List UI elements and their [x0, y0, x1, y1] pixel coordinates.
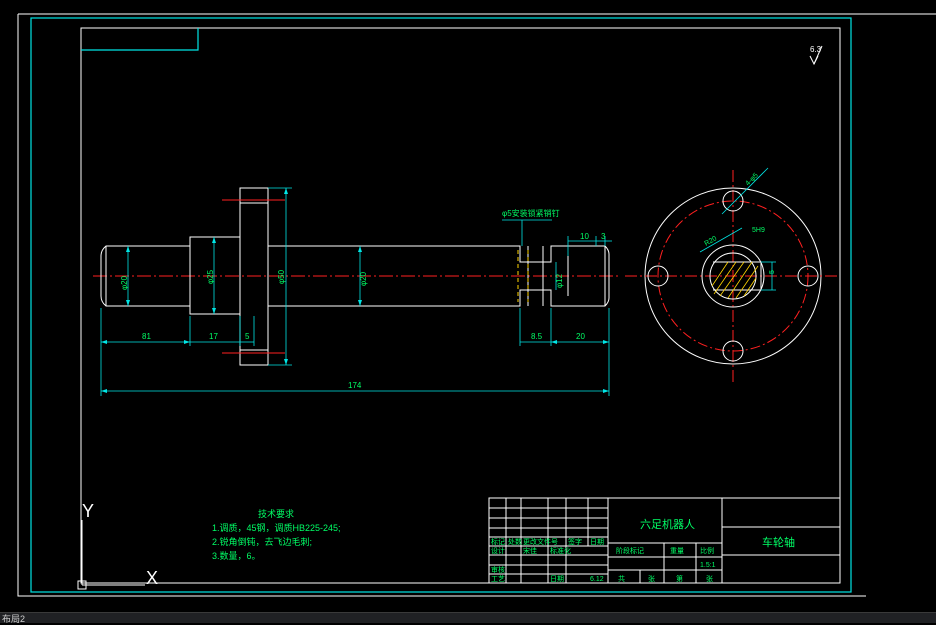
tech-requirements: 技术要求 1.调质，45钢，调质HB225-245; 2.锐角倒钝，去飞边毛刺;…: [212, 508, 341, 561]
ucs-x-label: X: [146, 568, 158, 588]
dim-d-flange: φ50: [277, 269, 286, 284]
status-bar: 布局2: [0, 612, 936, 624]
roughness-value: 6.3: [810, 45, 822, 54]
side-view-dims: [699, 167, 776, 291]
tb-part-name: 车轮轴: [762, 535, 795, 549]
roughness-symbol: 6.3: [809, 45, 823, 66]
dim-key-5: 5: [769, 270, 776, 274]
tb-header-2: 更改文件号: [523, 537, 558, 546]
dim-10: 10: [580, 232, 589, 241]
key-hatch: [711, 261, 759, 299]
flange-side-view: [625, 170, 840, 382]
ucs-y-label: Y: [82, 501, 94, 521]
tb-process-0: 工艺: [491, 575, 505, 583]
dim-3: 3: [601, 232, 606, 241]
flange-center-marks: [222, 199, 285, 354]
dim-20: 20: [576, 332, 585, 341]
dim-d-collar: φ25: [206, 269, 215, 284]
tb-design-2: 标准化: [550, 546, 571, 555]
tb-mid-1: 重量: [670, 547, 684, 555]
tb-design-0: 设计: [491, 546, 505, 555]
dim-8-5: 8.5: [531, 332, 543, 341]
shaft-front-view: [100, 187, 610, 366]
tb-header-1: 处数: [508, 537, 522, 546]
tb-design-1: 宋佳: [523, 546, 537, 555]
tb-header-3: 签字: [568, 537, 582, 546]
dim-key-note: 5H9: [752, 227, 765, 234]
tb-bottom-0: 共: [618, 574, 625, 583]
dim-81: 81: [142, 332, 151, 341]
dim-174: 174: [348, 381, 362, 390]
dim-d-keyseat: φ12: [555, 273, 564, 288]
tech-req-item-3: 3.数量，6。: [212, 550, 261, 561]
tech-req-item-2: 2.锐角倒钝，去飞边毛刺;: [212, 536, 312, 547]
dim-d-left: φ20: [120, 275, 129, 290]
tb-bottom-3: 张: [706, 574, 713, 583]
tech-req-title: 技术要求: [258, 508, 294, 519]
pin-hole-hidden: [517, 250, 529, 302]
tb-bottom-2: 第: [676, 574, 683, 583]
tb-header-0: 标记: [491, 537, 505, 546]
tech-req-item-1: 1.调质，45钢，调质HB225-245;: [212, 522, 341, 533]
dim-d-main: φ20: [359, 271, 368, 286]
title-block: [488, 497, 841, 584]
tb-process-1: 日期: [550, 575, 564, 583]
tb-bottom-1: 张: [648, 574, 655, 583]
dim-17: 17: [209, 332, 218, 341]
layout-tab[interactable]: 布局2: [2, 614, 26, 624]
dimension-lines: [100, 187, 612, 396]
tb-mid-2: 比例: [700, 546, 714, 555]
tb-mid-0: 阶段标记: [616, 546, 644, 555]
tb-process-2: 6.12: [590, 576, 604, 583]
tb-scale: 1.5:1: [700, 562, 716, 569]
tb-check-0: 审核: [491, 565, 505, 574]
dimension-arrows: [101, 188, 609, 393]
dim-5: 5: [245, 332, 250, 341]
keyway-note: φ5安装锁紧销钉: [502, 208, 560, 218]
tb-header-4: 日期: [590, 538, 604, 546]
ucs-icon: Y X: [77, 501, 158, 590]
tb-project-title: 六足机器人: [640, 517, 695, 531]
